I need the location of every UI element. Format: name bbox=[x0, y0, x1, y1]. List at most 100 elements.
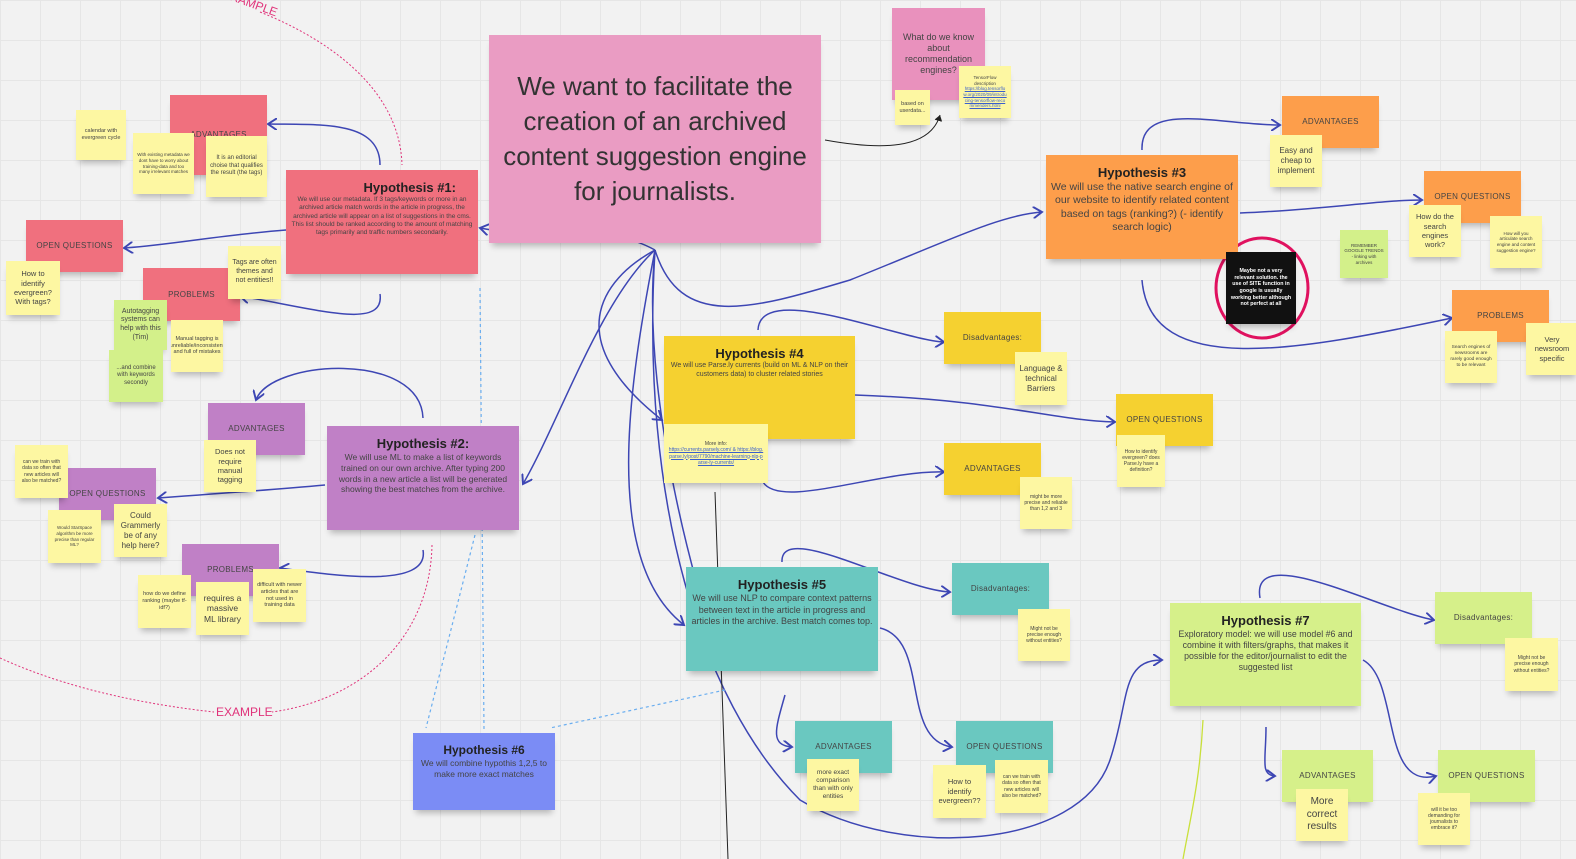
connector bbox=[1264, 726, 1275, 776]
hypothesis-title: Hypothesis #2: bbox=[376, 436, 470, 451]
connector bbox=[256, 367, 424, 419]
note-text: ADVANTAGES bbox=[1302, 117, 1359, 126]
note-text: TensorFlow description bbox=[973, 75, 997, 86]
note-text: We will use the native search engine of … bbox=[1051, 181, 1233, 233]
connector bbox=[259, 11, 403, 166]
sticky-note-h1tags[interactable]: Tags are often themes and not entities!! bbox=[228, 246, 281, 299]
connector bbox=[854, 394, 1115, 422]
connector bbox=[627, 249, 684, 625]
sticky-note-h1comb[interactable]: ...and combine with keywords secondly bbox=[109, 350, 163, 402]
note-text: More info: bbox=[704, 441, 728, 447]
sticky-note-h1edit[interactable]: It is an editorial choise that qualifies… bbox=[206, 136, 267, 197]
connector bbox=[240, 294, 381, 316]
sticky-note-h1man[interactable]: Manual tagging is unreliable/inconsisten… bbox=[171, 320, 223, 372]
note-text: ADVANTAGES bbox=[1299, 771, 1356, 780]
sticky-note-h3goog[interactable]: REMEMBER GOOGLE TRENDS - linking with ar… bbox=[1340, 230, 1388, 278]
connector bbox=[549, 689, 726, 729]
note-text: ADVANTAGES bbox=[228, 424, 285, 433]
example-label-bottom: EXAMPLE bbox=[216, 705, 273, 719]
hypothesis-card-h1[interactable]: Hypothesis #1:We will use our metadata. … bbox=[286, 170, 478, 274]
note-text: Autotagging systems can help with this (… bbox=[120, 307, 161, 341]
sticky-note-h3how[interactable]: How do the search engines work? bbox=[1409, 205, 1461, 257]
sticky-note-h2rank[interactable]: how do we define ranking (maybe tf-idf?) bbox=[138, 575, 191, 628]
sticky-note-h3news[interactable]: Search engines of newsrooms are rarely g… bbox=[1445, 331, 1497, 383]
sticky-note-h3adv[interactable]: ADVANTAGES bbox=[1282, 96, 1379, 148]
sticky-note-h5train[interactable]: can we train with data so often that new… bbox=[995, 760, 1048, 813]
note-text: PROBLEMS bbox=[207, 565, 254, 574]
sticky-note-h2lib[interactable]: requires a massive ML library bbox=[196, 582, 249, 635]
sticky-note-h2gram[interactable]: Could Grammerly be of any help here? bbox=[114, 504, 167, 557]
hypothesis-title: Hypothesis #7 bbox=[1221, 613, 1310, 628]
sticky-note-h4lang[interactable]: Language & technical Barriers bbox=[1015, 352, 1067, 405]
connector bbox=[1182, 719, 1204, 859]
sticky-note-h5dis[interactable]: Disadvantages: bbox=[952, 563, 1049, 615]
note-text: might be more precise and reliable than … bbox=[1024, 493, 1068, 513]
sticky-note-h3art[interactable]: How will you articulate search engine an… bbox=[1490, 216, 1542, 268]
sticky-note-h7prec[interactable]: Might not be precise enough without enti… bbox=[1505, 638, 1558, 691]
note-text: OPEN QUESTIONS bbox=[69, 489, 146, 498]
sticky-note-h2star[interactable]: Would StarSpace algorithm be more precis… bbox=[48, 510, 101, 563]
sticky-note-h2train[interactable]: can we train with data so often that new… bbox=[15, 445, 68, 498]
sticky-note-h3easy[interactable]: Easy and cheap to implement bbox=[1270, 135, 1322, 187]
note-link[interactable]: https://currents.parsely.com/ & https://… bbox=[668, 447, 764, 466]
sticky-note-h5exact[interactable]: more exact comparison than with only ent… bbox=[807, 759, 859, 811]
sticky-note-h1exist[interactable]: With existing metadata we dont have to w… bbox=[133, 133, 194, 194]
note-text: How to identify evergreen?? bbox=[938, 777, 981, 806]
sticky-note-h3black[interactable]: Maybe not a very relevant solution. the … bbox=[1226, 252, 1296, 324]
sticky-note-h4ever[interactable]: How to identify evergreen? does Parse.ly… bbox=[1117, 435, 1165, 487]
note-text: We will combine hypothis 1,2,5 to make m… bbox=[421, 758, 547, 779]
sticky-note-userdata[interactable]: based on userdata... bbox=[895, 90, 930, 125]
sticky-note-h1cal[interactable]: calendar with evergreen cycle bbox=[76, 110, 126, 160]
note-text: Might not be precise enough without enti… bbox=[1513, 655, 1550, 674]
note-text: calendar with evergreen cycle bbox=[81, 128, 121, 141]
note-text: Does not require manual tagging bbox=[214, 447, 246, 485]
sticky-note-h3spec[interactable]: Very newsroom specific bbox=[1526, 323, 1576, 375]
sticky-note-h7dis[interactable]: Disadvantages: bbox=[1435, 592, 1532, 644]
note-text: How do the search engines work? bbox=[1416, 212, 1454, 250]
note-text: Language & technical Barriers bbox=[1019, 363, 1063, 393]
sticky-note-h7dem[interactable]: will it be too demanding for journalists… bbox=[1418, 793, 1470, 845]
sticky-note-h4info[interactable]: More info:https://currents.parsely.com/ … bbox=[664, 424, 768, 483]
sticky-note-h1auto[interactable]: Autotagging systems can help with this (… bbox=[114, 300, 167, 350]
connector bbox=[781, 547, 950, 592]
sticky-note-h1ever[interactable]: How to identify evergreen? With tags? bbox=[6, 261, 60, 315]
note-text: will it be too demanding for journalists… bbox=[1428, 806, 1460, 832]
sticky-note-h2man[interactable]: Does not require manual tagging bbox=[204, 440, 256, 492]
sticky-note-h5prec[interactable]: Might not be precise enough without enti… bbox=[1018, 609, 1070, 661]
connector bbox=[158, 484, 326, 498]
note-text: How to identify evergreen? does Parse.ly… bbox=[1122, 448, 1160, 474]
connector bbox=[479, 287, 485, 731]
note-text: What do we know about recommendation eng… bbox=[902, 31, 975, 76]
note-text: OPEN QUESTIONS bbox=[36, 241, 113, 250]
note-text: How to identify evergreen? With tags? bbox=[14, 269, 52, 307]
note-link[interactable]: https://blog.tensorflow.org/2020/09/intr… bbox=[963, 86, 1007, 109]
note-text: Could Grammerly be of any help here? bbox=[120, 510, 161, 550]
note-text: Easy and cheap to implement bbox=[1277, 146, 1315, 175]
note-text: Maybe not a very relevant solution. the … bbox=[1230, 268, 1292, 308]
connector bbox=[1258, 574, 1434, 620]
note-text: Disadvantages: bbox=[1453, 613, 1514, 622]
note-text: Would StarSpace algorithm be more precis… bbox=[54, 525, 95, 548]
hypothesis-card-h2[interactable]: Hypothesis #2:We will use ML to make a l… bbox=[327, 426, 519, 530]
sticky-note-main[interactable]: We want to facilitate the creation of an… bbox=[489, 35, 821, 243]
sticky-note-h5ever[interactable]: How to identify evergreen?? bbox=[933, 765, 986, 818]
highlight-circle bbox=[1214, 236, 1310, 340]
note-text: OPEN QUESTIONS bbox=[1434, 192, 1511, 201]
note-text: OPEN QUESTIONS bbox=[966, 742, 1043, 751]
note-text: How will you articulate search engine an… bbox=[1496, 230, 1536, 253]
sticky-note-h4adv[interactable]: ADVANTAGES bbox=[944, 443, 1041, 495]
note-text: PROBLEMS bbox=[168, 289, 215, 299]
sticky-note-h4prec[interactable]: might be more precise and reliable than … bbox=[1020, 477, 1072, 529]
note-text: We will use our metadata. If 3 tags/keyw… bbox=[291, 196, 473, 236]
connector bbox=[124, 229, 287, 248]
sticky-note-h2diff[interactable]: difficult with newer articles that are n… bbox=[253, 569, 306, 622]
note-text: can we train with data so often that new… bbox=[21, 459, 62, 484]
sticky-note-h7corr[interactable]: More correct results bbox=[1296, 789, 1348, 841]
